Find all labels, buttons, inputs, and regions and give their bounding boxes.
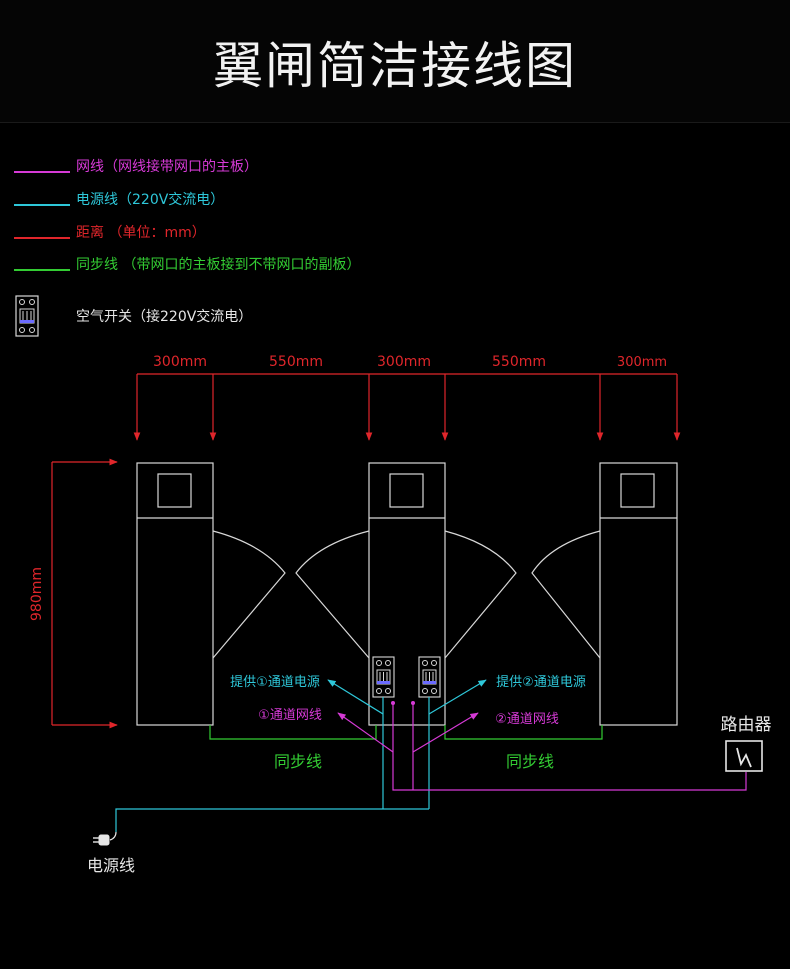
gate-cabinet-right xyxy=(599,462,678,726)
router: 路由器 xyxy=(721,715,772,772)
top-dimensions xyxy=(133,373,681,441)
power-lines xyxy=(115,679,487,832)
height-dimension xyxy=(51,458,118,729)
legend-dimension: 距离 （单位：mm） xyxy=(14,224,206,241)
legend-network: 网线（网线接带网口的主板） xyxy=(14,158,258,175)
legend-sync: 同步线 （带网口的主板接到不带网口的副板） xyxy=(14,256,360,273)
page-title: 翼闸简洁接线图 xyxy=(213,37,577,95)
wing-flap-2 xyxy=(295,530,370,659)
power-plug-icon xyxy=(93,831,117,846)
dim-label-3: 300mm xyxy=(377,354,431,370)
router-label: 路由器 xyxy=(721,715,772,735)
diagram-svg: 网线（网线接带网口的主板） 电源线（220V交流电） 距离 （单位：mm） 同步… xyxy=(14,158,772,875)
sync-label-right: 同步线 xyxy=(506,752,554,771)
dim-label-2: 550mm xyxy=(269,354,323,370)
dim-label-4: 550mm xyxy=(492,354,546,370)
wing-flap-3 xyxy=(444,530,517,659)
legend-dimension-label: 距离 （单位：mm） xyxy=(76,224,206,241)
circuit-breaker-icon xyxy=(15,295,39,337)
sync-label-left: 同步线 xyxy=(274,752,322,771)
wing-flaps xyxy=(212,530,601,659)
gate-cabinet-middle xyxy=(368,462,446,726)
legend: 网线（网线接带网口的主板） 电源线（220V交流电） 距离 （单位：mm） 同步… xyxy=(14,158,360,337)
header: 翼闸简洁接线图 xyxy=(0,0,790,123)
legend-power: 电源线（220V交流电） xyxy=(14,191,224,208)
legend-network-label: 网线（网线接带网口的主板） xyxy=(76,158,258,175)
net-label-1: ①通道网线 xyxy=(258,708,322,723)
legend-power-label: 电源线（220V交流电） xyxy=(76,191,224,208)
circuit-breaker-icon xyxy=(372,656,395,698)
power-cord-label: 电源线 xyxy=(87,856,135,875)
net-label-2: ②通道网线 xyxy=(495,712,559,727)
router-icon xyxy=(725,740,763,772)
circuit-breaker-icon xyxy=(418,656,441,698)
sync-lines xyxy=(209,725,603,740)
legend-breaker: 空气开关（接220V交流电） xyxy=(15,295,252,337)
top-dimension-labels: 300mm 550mm 300mm 550mm 300mm xyxy=(153,354,667,370)
power-label-2: 提供②通道电源 xyxy=(496,674,586,690)
height-label: 980mm xyxy=(29,567,45,621)
legend-breaker-label: 空气开关（接220V交流电） xyxy=(76,308,252,325)
dim-label-5: 300mm xyxy=(617,355,667,370)
wing-flap-1 xyxy=(212,530,286,659)
network-lines xyxy=(337,703,747,791)
power-label-1: 提供①通道电源 xyxy=(230,674,320,690)
dim-label-1: 300mm xyxy=(153,354,207,370)
wiring-diagram: 网线（网线接带网口的主板） 电源线（220V交流电） 距离 （单位：mm） 同步… xyxy=(0,123,790,969)
gate-cabinet-left xyxy=(136,462,214,726)
wing-flap-4 xyxy=(531,530,601,659)
legend-sync-label: 同步线 （带网口的主板接到不带网口的副板） xyxy=(76,256,360,273)
